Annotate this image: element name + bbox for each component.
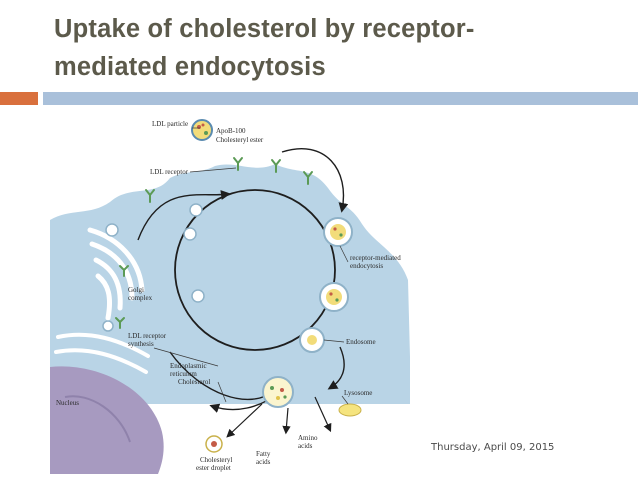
label-fatty-1: Fatty (256, 450, 271, 458)
label-ldl-synthesis-2: synthesis (128, 340, 154, 348)
label-golgi-1: Golgi (128, 286, 144, 294)
label-amino-2: acids (298, 442, 313, 450)
ldl-particle (191, 119, 213, 141)
lysosome (338, 403, 362, 417)
endoplasmic-reticulum (54, 332, 150, 374)
nucleus (50, 366, 164, 474)
label-er-2: reticulum (170, 370, 197, 378)
recycling-vesicles (102, 203, 205, 332)
label-golgi-2: complex (128, 294, 153, 302)
label-lysosome: Lysosome (344, 389, 372, 397)
label-ldl-particle: LDL particle (152, 120, 188, 128)
label-cholesterol: Cholesterol (178, 378, 210, 386)
label-endosome: Endosome (346, 338, 376, 346)
endocytic-vesicle (319, 282, 349, 312)
label-amino-1: Amino (298, 434, 318, 442)
golgi-complex (87, 227, 145, 321)
slide-title: Uptake of cholesterol by receptor- media… (54, 10, 624, 86)
endocytosis-diagram: LDL particle ApoB-100 Cholesteryl ester … (50, 112, 436, 474)
label-droplet-2: ester droplet (196, 464, 231, 472)
lysosome-fusion (262, 376, 294, 408)
title-line-1: Uptake of cholesterol by receptor- (54, 15, 475, 43)
label-cholesteryl-ester: Cholesteryl ester (216, 136, 264, 144)
endosome (299, 327, 325, 353)
label-receptor-mediated-2: endocytosis (350, 262, 383, 270)
ldl-receptors (115, 157, 313, 329)
label-droplet-1: Cholesteryl (200, 456, 232, 464)
slide-date: Thursday, April 09, 2015 (431, 442, 555, 453)
label-ldl-synthesis-1: LDL receptor (128, 332, 167, 340)
label-apob100: ApoB-100 (216, 127, 246, 135)
recycling-pathway (174, 189, 336, 351)
leader-lines (153, 127, 349, 405)
accent-bar-orange (0, 92, 38, 105)
label-fatty-2: acids (256, 458, 271, 466)
label-nucleus: Nucleus (56, 399, 79, 407)
diagram-svg: LDL particle ApoB-100 Cholesteryl ester … (50, 119, 410, 474)
label-ldl-receptor: LDL receptor (150, 168, 189, 176)
title-line-2: mediated endocytosis (54, 53, 326, 81)
accent-bar-blue (43, 92, 638, 105)
cholesteryl-ester-droplet (205, 435, 223, 453)
label-er-1: Endoplasmic (170, 362, 207, 370)
label-receptor-mediated-1: receptor-mediated (350, 254, 401, 262)
coated-pit (323, 217, 353, 247)
